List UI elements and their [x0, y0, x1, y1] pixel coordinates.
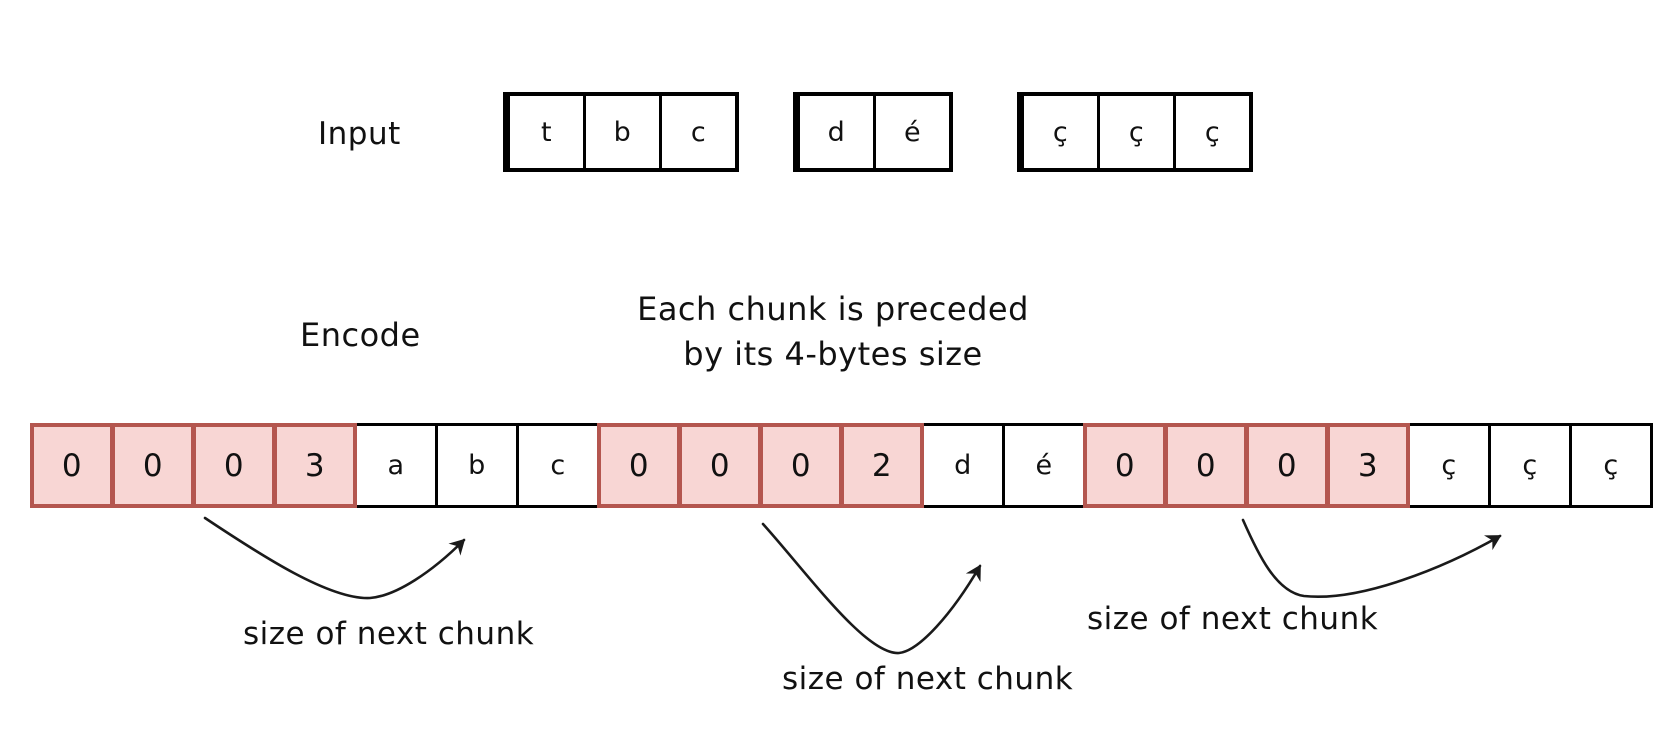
arrow-size-to-chunk-1 [203, 516, 466, 600]
encoded-cell: é [1002, 423, 1086, 508]
encoded-cell: 0 [192, 423, 276, 508]
encoded-cell: c [516, 423, 600, 508]
input-cell: ç [1021, 96, 1097, 168]
encoded-cell: 0 [111, 423, 195, 508]
size-annotation-1: size of next chunk [243, 616, 535, 652]
encoded-cell: 0 [1164, 423, 1248, 508]
encoded-cell: ç [1569, 423, 1653, 508]
encoded-cell: 0 [1083, 423, 1167, 508]
encoded-cell: 0 [1245, 423, 1329, 508]
encode-label: Encode [300, 316, 421, 354]
encoded-cell: 0 [597, 423, 681, 508]
input-cell: t [507, 96, 583, 168]
size-annotation-3: size of next chunk [1087, 601, 1379, 637]
encoded-cell: b [435, 423, 519, 508]
input-cell: é [873, 96, 949, 168]
encoded-cell: a [354, 423, 438, 508]
encode-note: Each chunk is preceded by its 4-bytes si… [583, 287, 1083, 377]
encoded-cell: 0 [678, 423, 762, 508]
input-cell: ç [1173, 96, 1249, 168]
encoded-cell: 2 [840, 423, 924, 508]
arrow-size-to-chunk-3 [1241, 518, 1502, 598]
input-label: Input [318, 116, 401, 152]
size-annotation-2: size of next chunk [782, 661, 1074, 697]
encoded-cell: 3 [1326, 423, 1410, 508]
input-cell: d [797, 96, 873, 168]
input-cell: ç [1097, 96, 1173, 168]
input-cell: b [583, 96, 659, 168]
input-cell: c [659, 96, 735, 168]
encoded-cell: 3 [273, 423, 357, 508]
arrow-size-to-chunk-2 [761, 522, 982, 655]
encoded-cell: ç [1488, 423, 1572, 508]
encode-note-line-1: Each chunk is preceded [637, 290, 1029, 328]
encoded-cell: ç [1407, 423, 1491, 508]
encode-note-line-2: by its 4-bytes size [683, 335, 983, 373]
encoded-cell: d [921, 423, 1005, 508]
encoded-cell: 0 [759, 423, 843, 508]
encoded-cell: 0 [30, 423, 114, 508]
